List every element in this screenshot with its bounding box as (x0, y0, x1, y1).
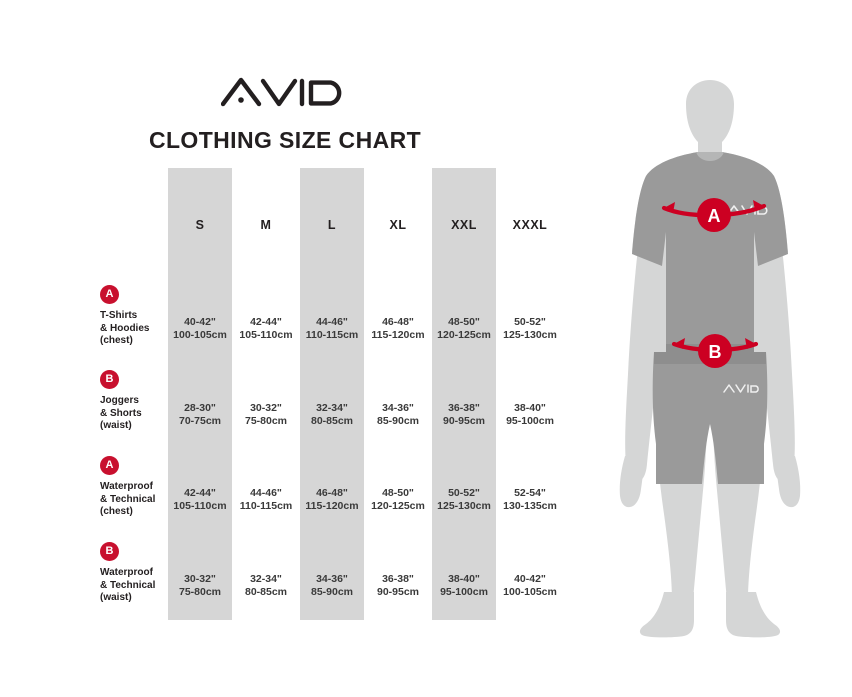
cell-waterproof-waist-s: 30-32" 75-80cm (178, 573, 222, 598)
cell-waterproof-waist-xl: 36-38" 90-95cm (376, 573, 420, 598)
row-label-text-joggers: Joggers & Shorts (waist) (100, 395, 142, 431)
chest-marker-label: A (708, 206, 721, 226)
cell-waterproof-chest-xxl: 50-52" 125-130cm (437, 487, 491, 512)
cell-tshirts-xl: 46-48" 115-120cm (371, 316, 425, 341)
cell-joggers-xl: 34-36" 85-90cm (376, 402, 420, 427)
cell-waterproof-waist-l: 34-36" 85-90cm (310, 573, 354, 598)
cell-waterproof-waist-xxl: 38-40" 95-100cm (440, 573, 488, 598)
cell-waterproof-chest-s: 42-44" 105-110cm (173, 487, 227, 512)
cell-tshirts-m: 42-44" 105-110cm (239, 316, 293, 341)
cell-waterproof-chest-xl: 48-50" 120-125cm (371, 487, 425, 512)
cell-tshirts-xxl: 48-50" 120-125cm (437, 316, 491, 341)
cell-waterproof-waist-xxxl: 40-42" 100-105cm (503, 573, 557, 598)
cell-tshirts-l: 44-46" 110-115cm (305, 316, 359, 341)
cell-tshirts-xxxl: 50-52" 125-130cm (503, 316, 557, 341)
chest-measurement-arrow: A (661, 198, 767, 232)
column-header-s: S (195, 218, 205, 232)
row-label-text-tshirts: T-Shirts & Hoodies (chest) (100, 310, 150, 346)
waist-measurement-arrow: B (671, 334, 759, 368)
cell-joggers-s: 28-30" 70-75cm (178, 402, 222, 427)
cell-joggers-xxl: 36-38" 90-95cm (442, 402, 486, 427)
row-label-waterproof-waist: B Waterproof & Technical (waist) (100, 542, 170, 605)
page-title: CLOTHING SIZE CHART (148, 127, 422, 153)
cell-waterproof-waist-m: 32-34" 80-85cm (244, 573, 288, 598)
chart-header: CLOTHING SIZE CHART (0, 74, 570, 154)
cell-joggers-m: 30-32" 75-80cm (244, 402, 288, 427)
column-header-xl: XL (389, 218, 407, 232)
column-band-s (168, 168, 232, 620)
badge-a-waterproof-chest: A (100, 456, 119, 475)
chest-marker-badge (697, 198, 731, 232)
row-label-tshirts: A T-Shirts & Hoodies (chest) (100, 285, 170, 348)
size-chart-table: S M L XL XXL XXXL A T-Shirts & Hoodies (… (0, 168, 570, 620)
cell-waterproof-chest-l: 46-48" 115-120cm (305, 487, 359, 512)
column-header-l: L (327, 218, 337, 232)
cell-joggers-l: 32-34" 80-85cm (310, 402, 354, 427)
row-label-column: A T-Shirts & Hoodies (chest) B Joggers &… (100, 168, 166, 620)
waist-marker-badge (698, 334, 732, 368)
row-label-text-waterproof-waist: Waterproof & Technical (waist) (100, 567, 156, 603)
avid-logo (220, 74, 349, 108)
column-header-m: M (260, 218, 272, 232)
badge-b-waterproof-waist: B (100, 542, 119, 561)
cell-waterproof-chest-m: 44-46" 110-115cm (239, 487, 293, 512)
row-label-joggers: B Joggers & Shorts (waist) (100, 370, 170, 433)
cell-waterproof-chest-xxxl: 52-54" 130-135cm (503, 487, 557, 512)
cell-joggers-xxxl: 38-40" 95-100cm (506, 402, 554, 427)
column-band-xxl (432, 168, 496, 620)
badge-b-joggers: B (100, 370, 119, 389)
column-header-xxxl: XXXL (512, 218, 548, 232)
column-header-xxl: XXL (451, 218, 477, 232)
shorts-garment (652, 352, 768, 484)
waist-marker-label: B (709, 342, 722, 362)
shorts-logo (723, 384, 759, 393)
badge-a-tshirts: A (100, 285, 119, 304)
measurement-figure: A B (568, 52, 852, 642)
column-band-l (300, 168, 364, 620)
row-label-waterproof-chest: A Waterproof & Technical (chest) (100, 456, 170, 519)
cell-tshirts-s: 40-42" 100-105cm (173, 316, 227, 341)
row-label-text-waterproof-chest: Waterproof & Technical (chest) (100, 481, 156, 517)
